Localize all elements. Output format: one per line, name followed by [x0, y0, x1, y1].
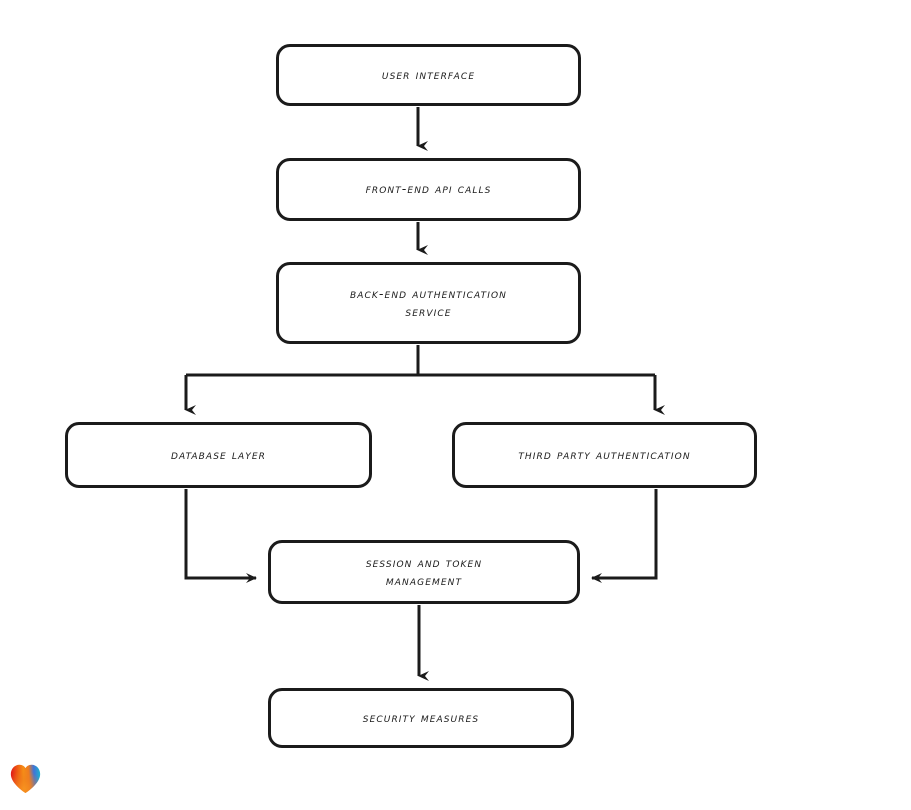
node-user-interface[interactable]: User Interface	[276, 44, 581, 106]
node-frontend-api-calls-label: Front-End API Calls	[365, 181, 492, 197]
node-session-and-token-management-label: Session and Token Management	[365, 554, 483, 588]
node-backend-authentication-service-label: Back-End Authentication Service	[350, 285, 507, 319]
node-third-party-authentication[interactable]: Third Party Authentication	[452, 422, 757, 488]
node-security-measures-label: Security Measures	[362, 709, 480, 725]
node-user-interface-label: User Interface	[381, 66, 476, 82]
node-frontend-api-calls[interactable]: Front-End API Calls	[276, 158, 581, 221]
node-backend-authentication-service[interactable]: Back-End Authentication Service	[276, 262, 581, 344]
node-database-layer[interactable]: Database Layer	[65, 422, 372, 488]
edge-third-party-to-session	[591, 489, 658, 583]
node-session-and-token-management[interactable]: Session and Token Management	[268, 540, 580, 604]
node-security-measures[interactable]: Security Measures	[268, 688, 574, 748]
edge-database-to-session	[184, 489, 257, 583]
node-database-layer-label: Database Layer	[171, 446, 266, 462]
heart-icon	[10, 764, 41, 794]
node-third-party-authentication-label: Third Party Authentication	[518, 446, 691, 462]
